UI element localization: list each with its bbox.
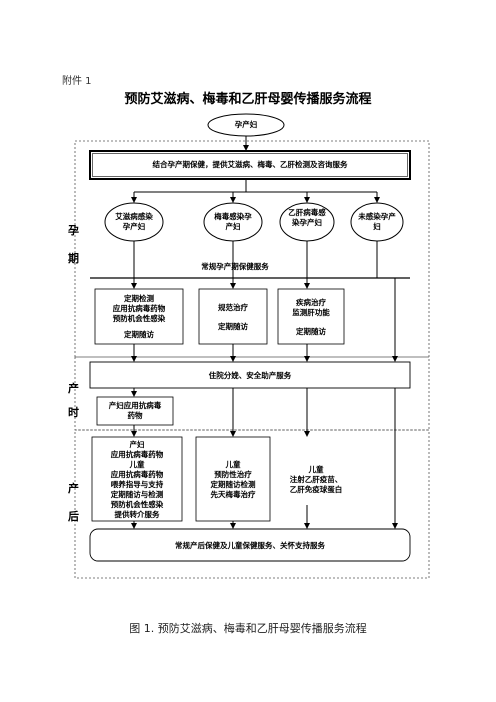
hospital-delivery-box xyxy=(89,361,411,389)
postpartum-hiv-box xyxy=(91,436,183,522)
phase-label-postpartum-2: 后 xyxy=(68,510,79,523)
postpartum-phase-frame xyxy=(74,429,430,579)
maternal-arv-box xyxy=(96,396,174,426)
maternal-arv-text: 产妇应用抗病毒 药物 xyxy=(108,401,162,420)
phase-label-pregnancy-1: 孕 xyxy=(68,224,79,237)
hiv-care-text: 定期检测 应用抗病毒药物 预防机会性感染 定期随访 xyxy=(112,294,166,339)
routine-prenatal-label: 常规孕产期保健服务 xyxy=(201,262,269,271)
final-services-box xyxy=(89,528,411,562)
start-label: 孕产妇 xyxy=(234,120,258,129)
postpartum-hiv-text: 产妇 应用抗病毒药物 儿童 应用抗病毒药物 喂养指导与支持 定期随访与检测 预防… xyxy=(110,440,164,519)
syphilis-label: 梅毒感染孕产妇 xyxy=(214,212,252,231)
hiv-care-box xyxy=(94,288,184,345)
final-services-label: 常规产后保健及儿童保健服务、关怀支持服务 xyxy=(175,541,325,550)
syphilis-care-text: 规范治疗 定期随访 xyxy=(218,303,248,331)
postpartum-syphilis-text: 儿童 预防性治疗 定期随访检测 先天梅毒治疗 xyxy=(210,460,256,499)
hbv-care-text: 疾病治疗 监测肝功能 定期随访 xyxy=(292,298,330,336)
pregnancy-phase-frame xyxy=(74,140,430,358)
hiv-label: 艾滋病感染孕产妇 xyxy=(115,212,153,231)
phase-label-postpartum-1: 产 xyxy=(68,482,79,495)
postpartum-syphilis-box xyxy=(195,436,271,522)
page-title: 预防艾滋病、梅毒和乙肝母婴传播服务流程 xyxy=(124,92,372,107)
appendix-label: 附件 1 xyxy=(62,76,92,87)
phase-label-delivery-2: 时 xyxy=(68,406,79,419)
hospital-delivery-label: 住院分娩、安全助产服务 xyxy=(208,371,292,380)
counseling-label: 结合孕产期保健，提供艾滋病、梅毒、乙肝检测及咨询服务 xyxy=(152,160,348,169)
syphilis-care-box xyxy=(198,288,268,345)
hbv-care-box xyxy=(277,288,345,345)
hbv-label: 乙肝病毒感染孕产妇 xyxy=(288,208,326,227)
postpartum-hbv-text: 儿童 注射乙肝疫苗、 乙肝免疫球蛋白 xyxy=(289,465,343,494)
phase-label-delivery-1: 产 xyxy=(68,382,79,395)
figure-caption: 图 1. 预防艾滋病、梅毒和乙肝母婴传播服务流程 xyxy=(129,622,367,635)
uninfected-label: 未感染孕产妇 xyxy=(358,212,396,231)
counseling-box xyxy=(89,150,411,180)
phase-label-pregnancy-2: 期 xyxy=(68,252,79,265)
